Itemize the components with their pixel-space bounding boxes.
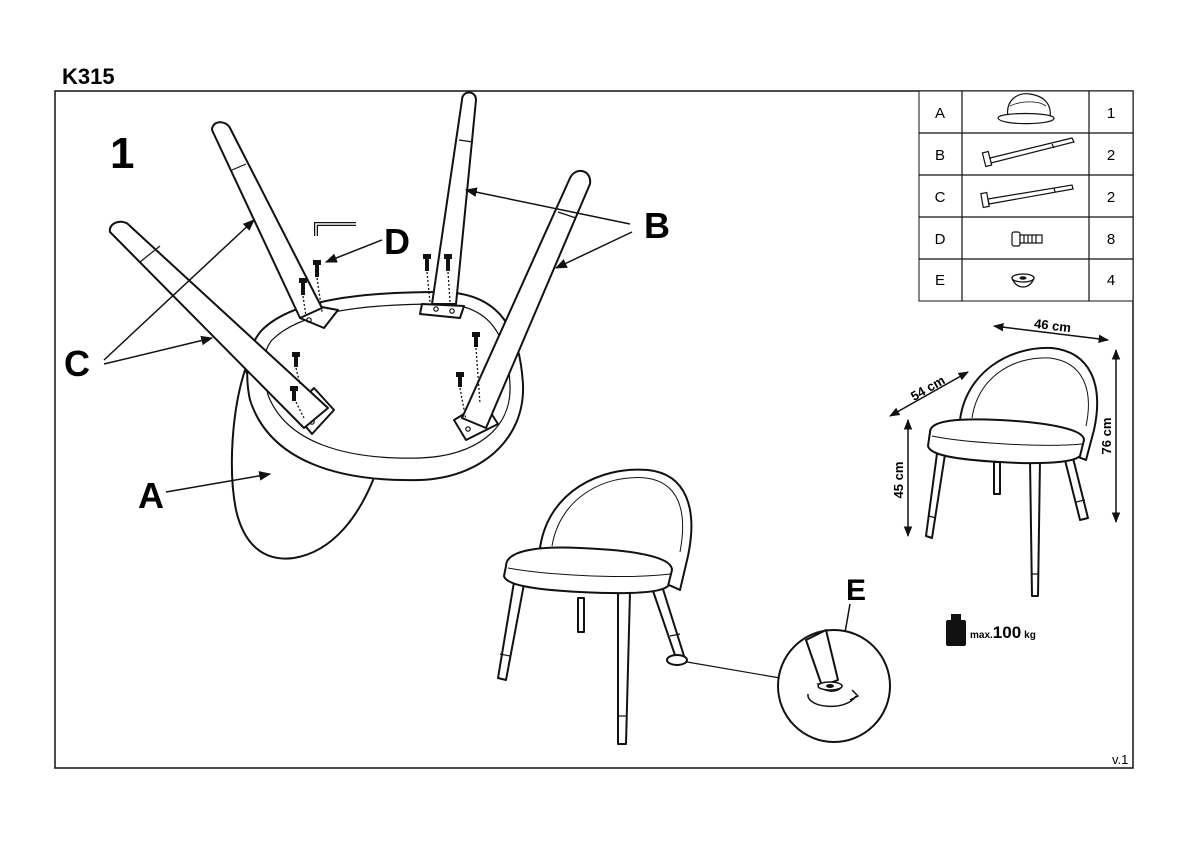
max-load-value: 100 — [993, 623, 1021, 642]
dimension-total-height: 76 cm — [1099, 418, 1114, 455]
part-letter: C — [935, 189, 946, 206]
part-letter: E — [935, 272, 945, 289]
part-qty: 4 — [1107, 272, 1115, 289]
model-title: K315 — [62, 64, 115, 89]
dimension-seat-height: 45 cm — [891, 462, 906, 499]
callout-label-b: B — [644, 205, 670, 246]
weight-icon — [946, 614, 966, 646]
allen-key-icon — [314, 222, 356, 236]
bolt-icon — [290, 386, 305, 419]
bolt-icon — [444, 254, 452, 303]
detail-leader — [686, 661, 781, 679]
upside-down-chair — [108, 91, 592, 560]
part-letter: A — [935, 105, 945, 122]
diagram-frame — [54, 90, 1134, 769]
parts-table: A 1 B 2 C 2 — [918, 90, 1134, 302]
callout-arrows — [103, 187, 851, 686]
part-letter: B — [935, 147, 945, 164]
rotate-arrow-icon — [807, 693, 857, 708]
parts-row-c: C 2 — [935, 184, 1115, 209]
callout-label-e: E — [846, 574, 866, 607]
parts-row-a: A 1 — [935, 93, 1115, 125]
bolt-icon — [313, 260, 323, 313]
seat-bottom — [246, 291, 525, 482]
part-qty: 1 — [1107, 105, 1115, 122]
max-load-prefix: max. — [970, 630, 993, 641]
dimension-depth: 54 cm — [908, 372, 947, 403]
step-number: 1 — [110, 129, 134, 178]
version-label: v.1 — [1112, 752, 1128, 767]
bolt-icon — [472, 332, 481, 405]
foot-pad-icon — [1011, 273, 1035, 288]
leg-b-back — [431, 91, 477, 305]
leg-c-left — [108, 220, 329, 429]
parts-row-b: B 2 — [935, 137, 1115, 168]
callout-label-a: A — [138, 475, 164, 516]
bolt-icon — [1011, 231, 1043, 247]
bolt-icon — [292, 352, 301, 385]
detail-circle — [777, 629, 891, 743]
assembled-chair — [497, 468, 693, 745]
parts-row-e: E 4 — [935, 272, 1115, 289]
dimension-lines — [889, 322, 1121, 538]
max-load-unit: kg — [1024, 630, 1036, 641]
dimension-width: 46 cm — [1033, 316, 1071, 335]
part-qty: 8 — [1107, 231, 1115, 248]
leg-icon — [981, 137, 1075, 168]
parts-row-d: D 8 — [935, 231, 1116, 248]
part-letter: D — [935, 231, 946, 248]
dimension-chair — [925, 346, 1099, 597]
leg-b-right — [461, 169, 592, 429]
bolt-icon — [299, 278, 307, 317]
mounting-plate — [419, 303, 465, 319]
part-qty: 2 — [1107, 189, 1115, 206]
part-qty: 2 — [1107, 147, 1115, 164]
bolt-icon — [456, 372, 467, 421]
bolt-icon — [423, 254, 431, 303]
callout-label-c: C — [64, 343, 90, 384]
callout-label-d: D — [384, 221, 410, 262]
seat-icon — [997, 93, 1055, 125]
leg-icon — [980, 184, 1074, 209]
leg-c-back — [211, 121, 323, 319]
